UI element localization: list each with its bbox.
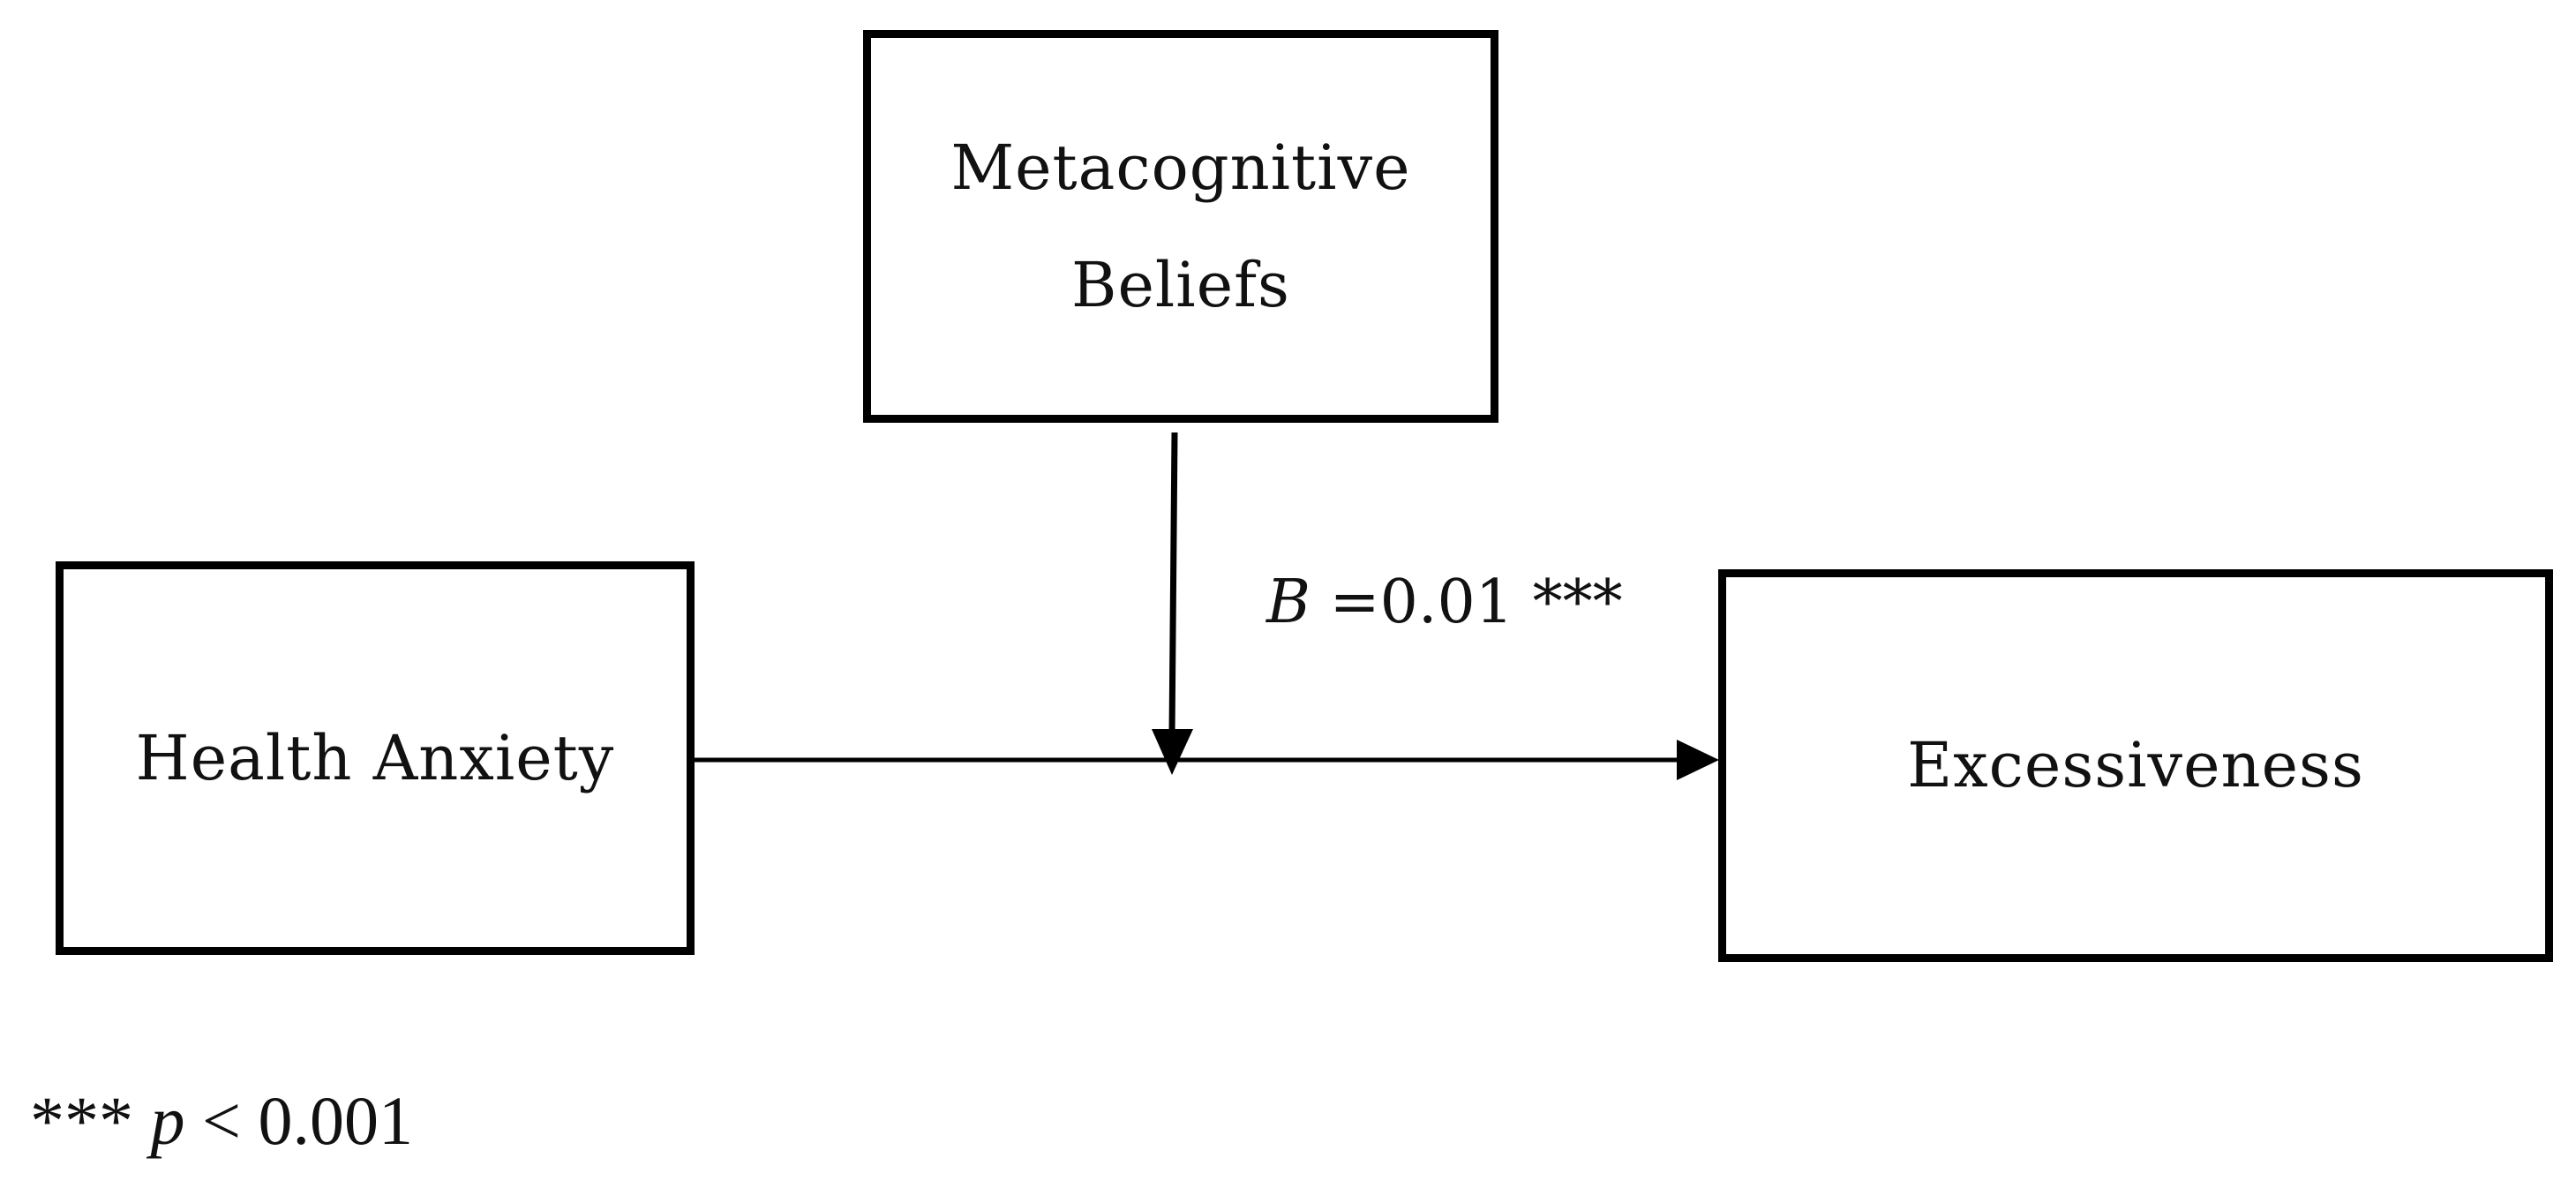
direct-path-arrowhead <box>1677 740 1719 780</box>
health-anxiety-node: Health Anxiety <box>56 561 695 955</box>
footnote-condition: < 0.001 <box>202 1082 413 1159</box>
moderation-line <box>1168 432 1178 736</box>
significance-footnote: *** p < 0.001 <box>30 1081 413 1161</box>
excessiveness-node: Excessiveness <box>1718 569 2553 962</box>
moderation-arrowhead <box>1152 729 1193 775</box>
coefficient-value: =0.01 <box>1329 568 1513 637</box>
predictor-label: Health Anxiety <box>135 721 615 794</box>
outcome-label: Excessiveness <box>1907 729 2364 801</box>
metacognitive-beliefs-node: Metacognitive Beliefs <box>863 30 1498 423</box>
coefficient-significance: *** <box>1532 568 1623 637</box>
footnote-stars: *** <box>30 1082 133 1159</box>
footnote-p-symbol: p <box>150 1082 185 1159</box>
moderator-label-line1: Metacognitive <box>950 131 1411 204</box>
coefficient-symbol: B <box>1266 568 1311 637</box>
coefficient-label: B =0.01 *** <box>1266 568 1623 637</box>
moderator-label-line2: Beliefs <box>1071 248 1290 321</box>
